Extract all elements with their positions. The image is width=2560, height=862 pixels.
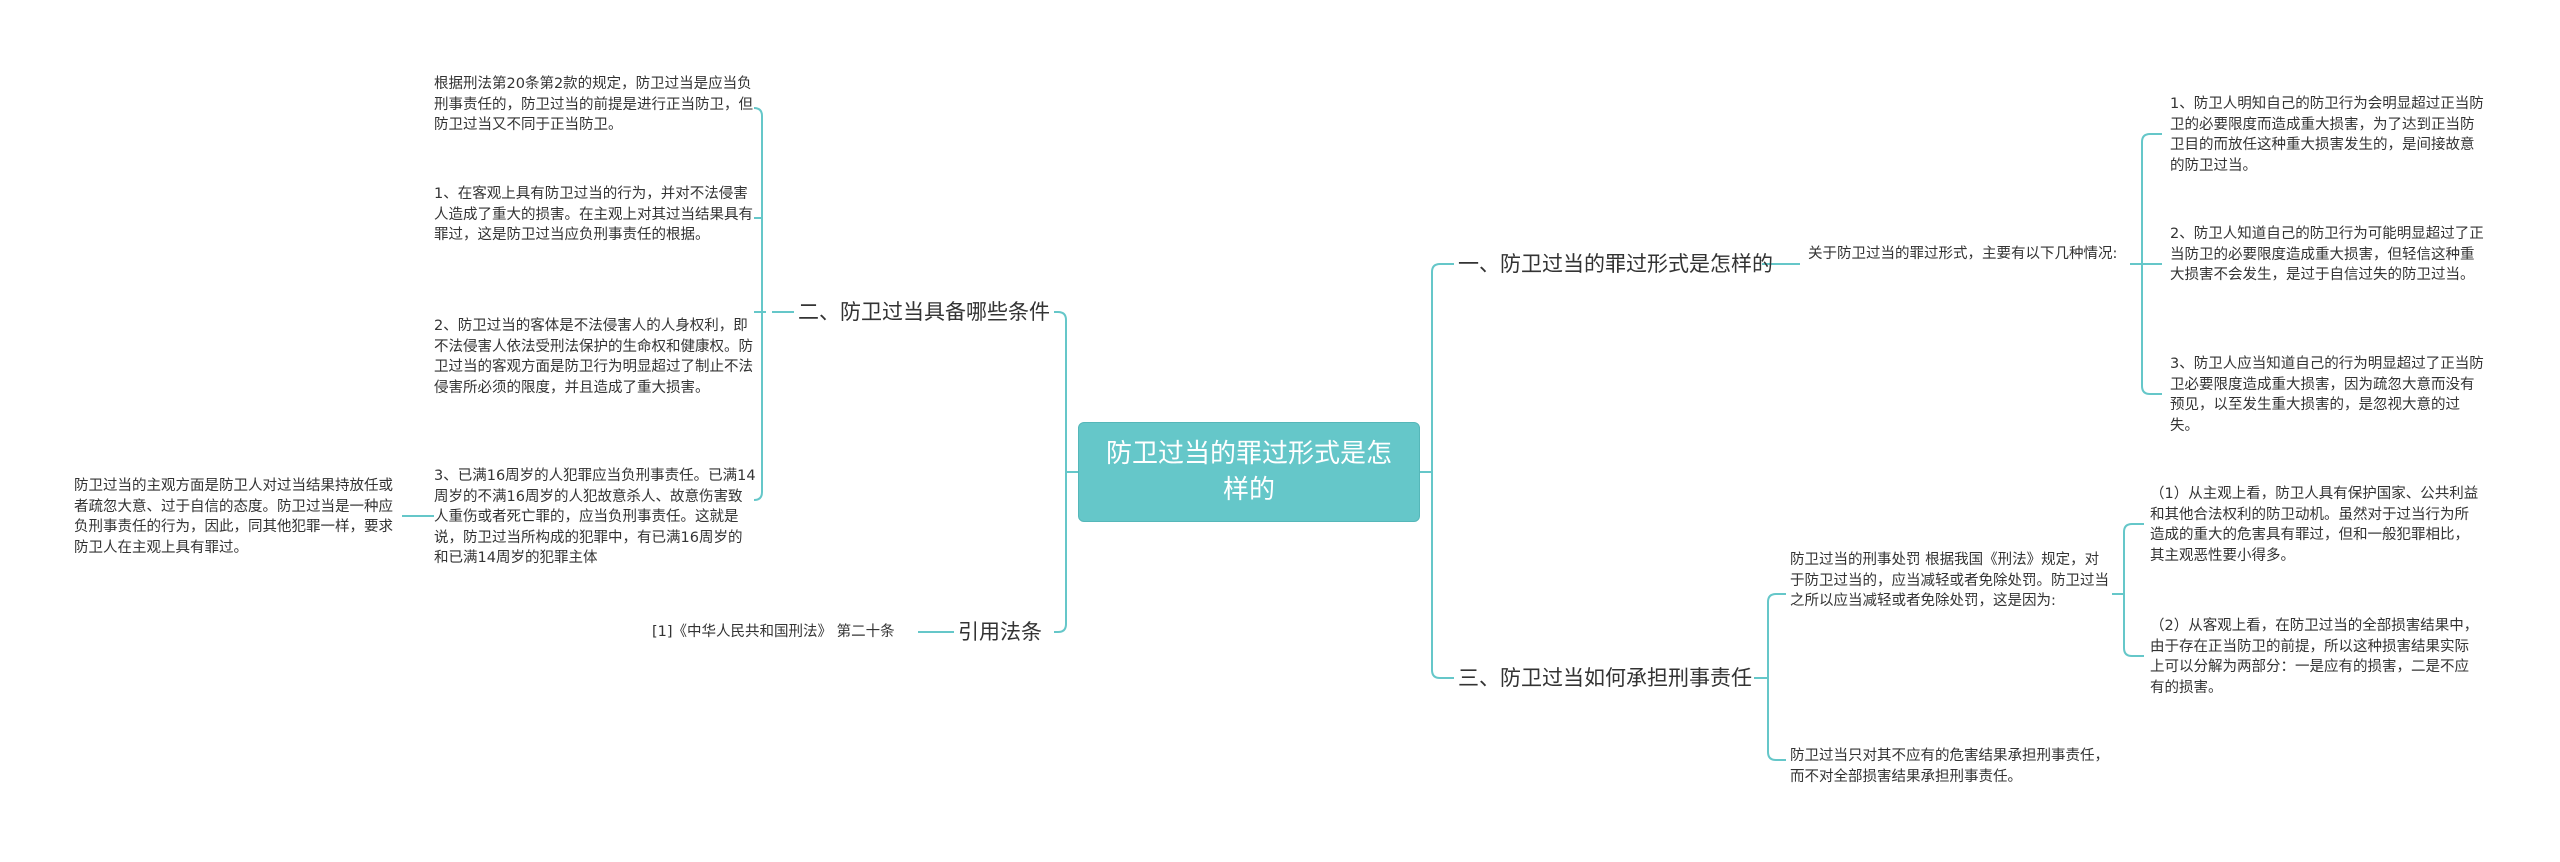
branch-3-item-2: 防卫过当只对其不应有的危害结果承担刑事责任，而不对全部损害结果承担刑事责任。 xyxy=(1790,748,2109,785)
branch-4-item-1: [1]《中华人民共和国刑法》 第二十条 xyxy=(652,624,895,640)
root-node[interactable]: 防卫过当的罪过形式是怎样的 xyxy=(1078,422,1420,522)
b2-items-tick-0 xyxy=(753,107,763,117)
branch-2-label: 二、防卫过当具备哪些条件 xyxy=(798,300,1050,324)
branch-3-node[interactable]: 三、防卫过当如何承担刑事责任 xyxy=(1458,664,1752,692)
branch-1-item-2: 2、防卫人知道自己的防卫行为可能明显超过了正当防卫的必要限度造成重大损害，但轻信… xyxy=(2170,226,2484,283)
b3-items-tick-0 xyxy=(1767,593,1786,603)
root-right-tick-0 xyxy=(1431,263,1454,273)
root-left-tick-0 xyxy=(1054,311,1067,321)
branch-1-node[interactable]: 一、防卫过当的罪过形式是怎样的 xyxy=(1458,250,1773,278)
b2-items-tick-3 xyxy=(753,491,763,501)
branch-1-item-3: 3、防卫人应当知道自己的行为明显超过了正当防卫必要限度造成重大损害，因为疏忽大意… xyxy=(2170,356,2484,434)
branch-3-sub-item-1: （1）从主观上看，防卫人具有保护国家、公共利益和其他合法权利的防卫动机。虽然对于… xyxy=(2150,486,2479,564)
root-label: 防卫过当的罪过形式是怎样的 xyxy=(1105,439,1392,505)
branch-1-item-1: 1、防卫人明知自己的防卫行为会明显超过正当防卫的必要限度而造成重大损害，为了达到… xyxy=(2170,96,2484,174)
branch-3-label: 三、防卫过当如何承担刑事责任 xyxy=(1458,666,1752,690)
branch-2-item-1: 根据刑法第20条第2款的规定，防卫过当是应当负刑事责任的，防卫过当的前提是进行正… xyxy=(434,76,753,133)
b3-items-tick-1 xyxy=(1767,751,1786,761)
branch-3-item-1: 防卫过当的刑事处罚 根据我国《刑法》规定，对于防卫过当的，应当减轻或者免除处罚。… xyxy=(1790,552,2109,609)
b3-sub-tick-0 xyxy=(2123,523,2144,533)
branch-2-node[interactable]: 二、防卫过当具备哪些条件 xyxy=(798,298,1050,326)
branch-2-item-3: 2、防卫过当的客体是不法侵害人的人身权利，即不法侵害人依法受刑法保护的生命权和健… xyxy=(434,318,753,396)
branch-4-node[interactable]: 引用法条 xyxy=(958,618,1042,646)
branch-4-label: 引用法条 xyxy=(958,620,1042,644)
branch-1-label: 一、防卫过当的罪过形式是怎样的 xyxy=(1458,252,1773,276)
branch-3-sub-item-2: （2）从客观上看，在防卫过当的全部损害结果中，由于存在正当防卫的前提，所以这种损… xyxy=(2150,618,2479,696)
b3-sub-tick-1 xyxy=(2123,647,2144,657)
root-left-tick-1 xyxy=(1054,623,1067,633)
branch-2-item-4: 3、已满16周岁的人犯罪应当负刑事责任。已满14周岁的不满16周岁的人犯故意杀人… xyxy=(434,468,756,566)
b1-items-tick-0 xyxy=(2141,133,2162,143)
branch-2-sub-item: 防卫过当的主观方面是防卫人对过当结果持放任或者疏忽大意、过于自信的态度。防卫过当… xyxy=(74,478,393,556)
branch-1-intro: 关于防卫过当的罪过形式，主要有以下几种情况: xyxy=(1808,246,2118,262)
branch-2-item-2: 1、在客观上具有防卫过当的行为，并对不法侵害人造成了重大的损害。在主观上对其过当… xyxy=(434,186,753,243)
root-right-tick-1 xyxy=(1431,669,1454,679)
b1-items-tick-2 xyxy=(2141,385,2162,395)
